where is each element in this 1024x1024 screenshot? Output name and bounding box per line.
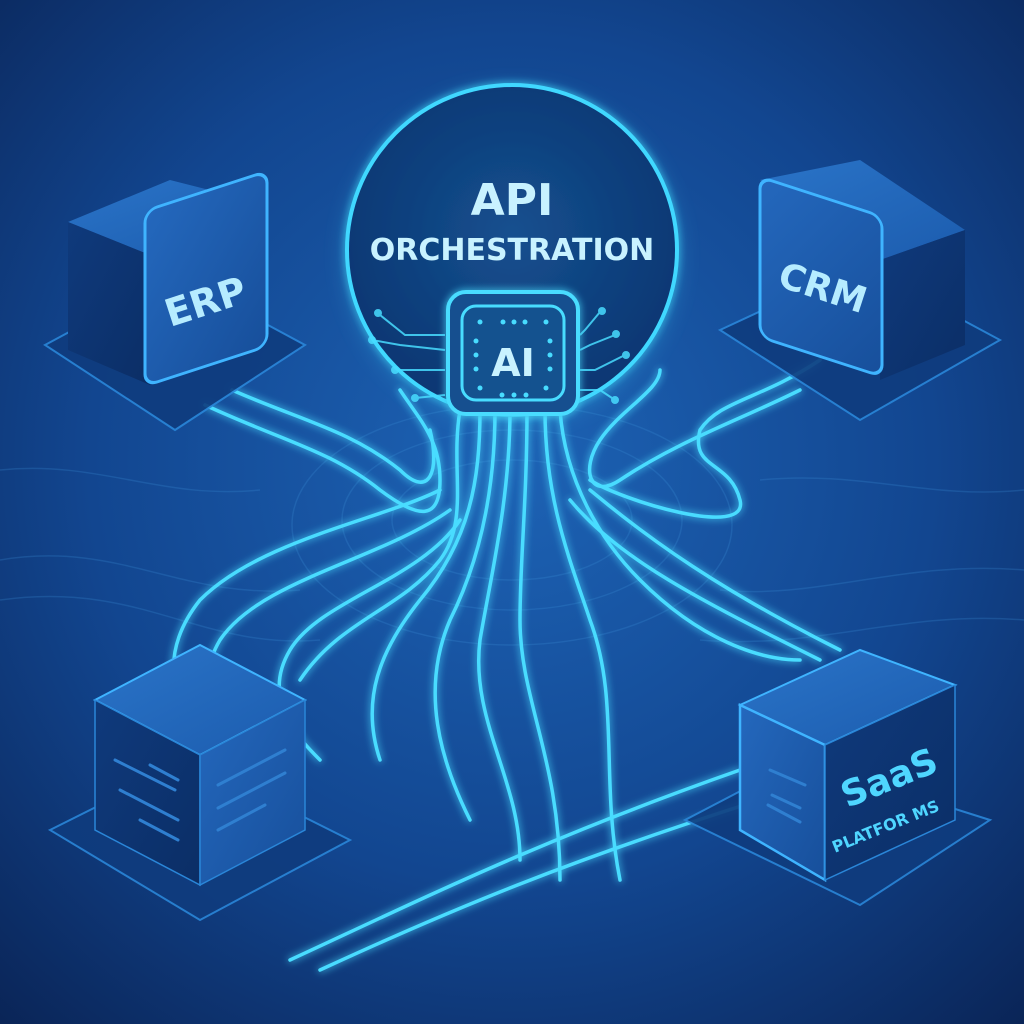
erp-front-face (143, 172, 269, 385)
contour-rings (0, 404, 1024, 646)
chip-label: AI (491, 341, 535, 385)
chip-dots (473, 319, 553, 398)
document-lines-icon (113, 748, 287, 842)
circuit-traces (368, 307, 630, 404)
hub-subtitle: ORCHESTRATION (370, 233, 655, 268)
node-unlabeled (47, 643, 353, 922)
chip-inner (460, 304, 566, 402)
document-lines-icon (766, 768, 807, 824)
node-erp: ERP (43, 172, 307, 432)
hub-title: API (471, 175, 554, 226)
node-saas: SaaS PLATFOR MS (682, 648, 993, 907)
ai-chip: AI (368, 290, 630, 416)
crm-front-face (758, 178, 884, 375)
node-crm: CRM (717, 160, 1003, 422)
